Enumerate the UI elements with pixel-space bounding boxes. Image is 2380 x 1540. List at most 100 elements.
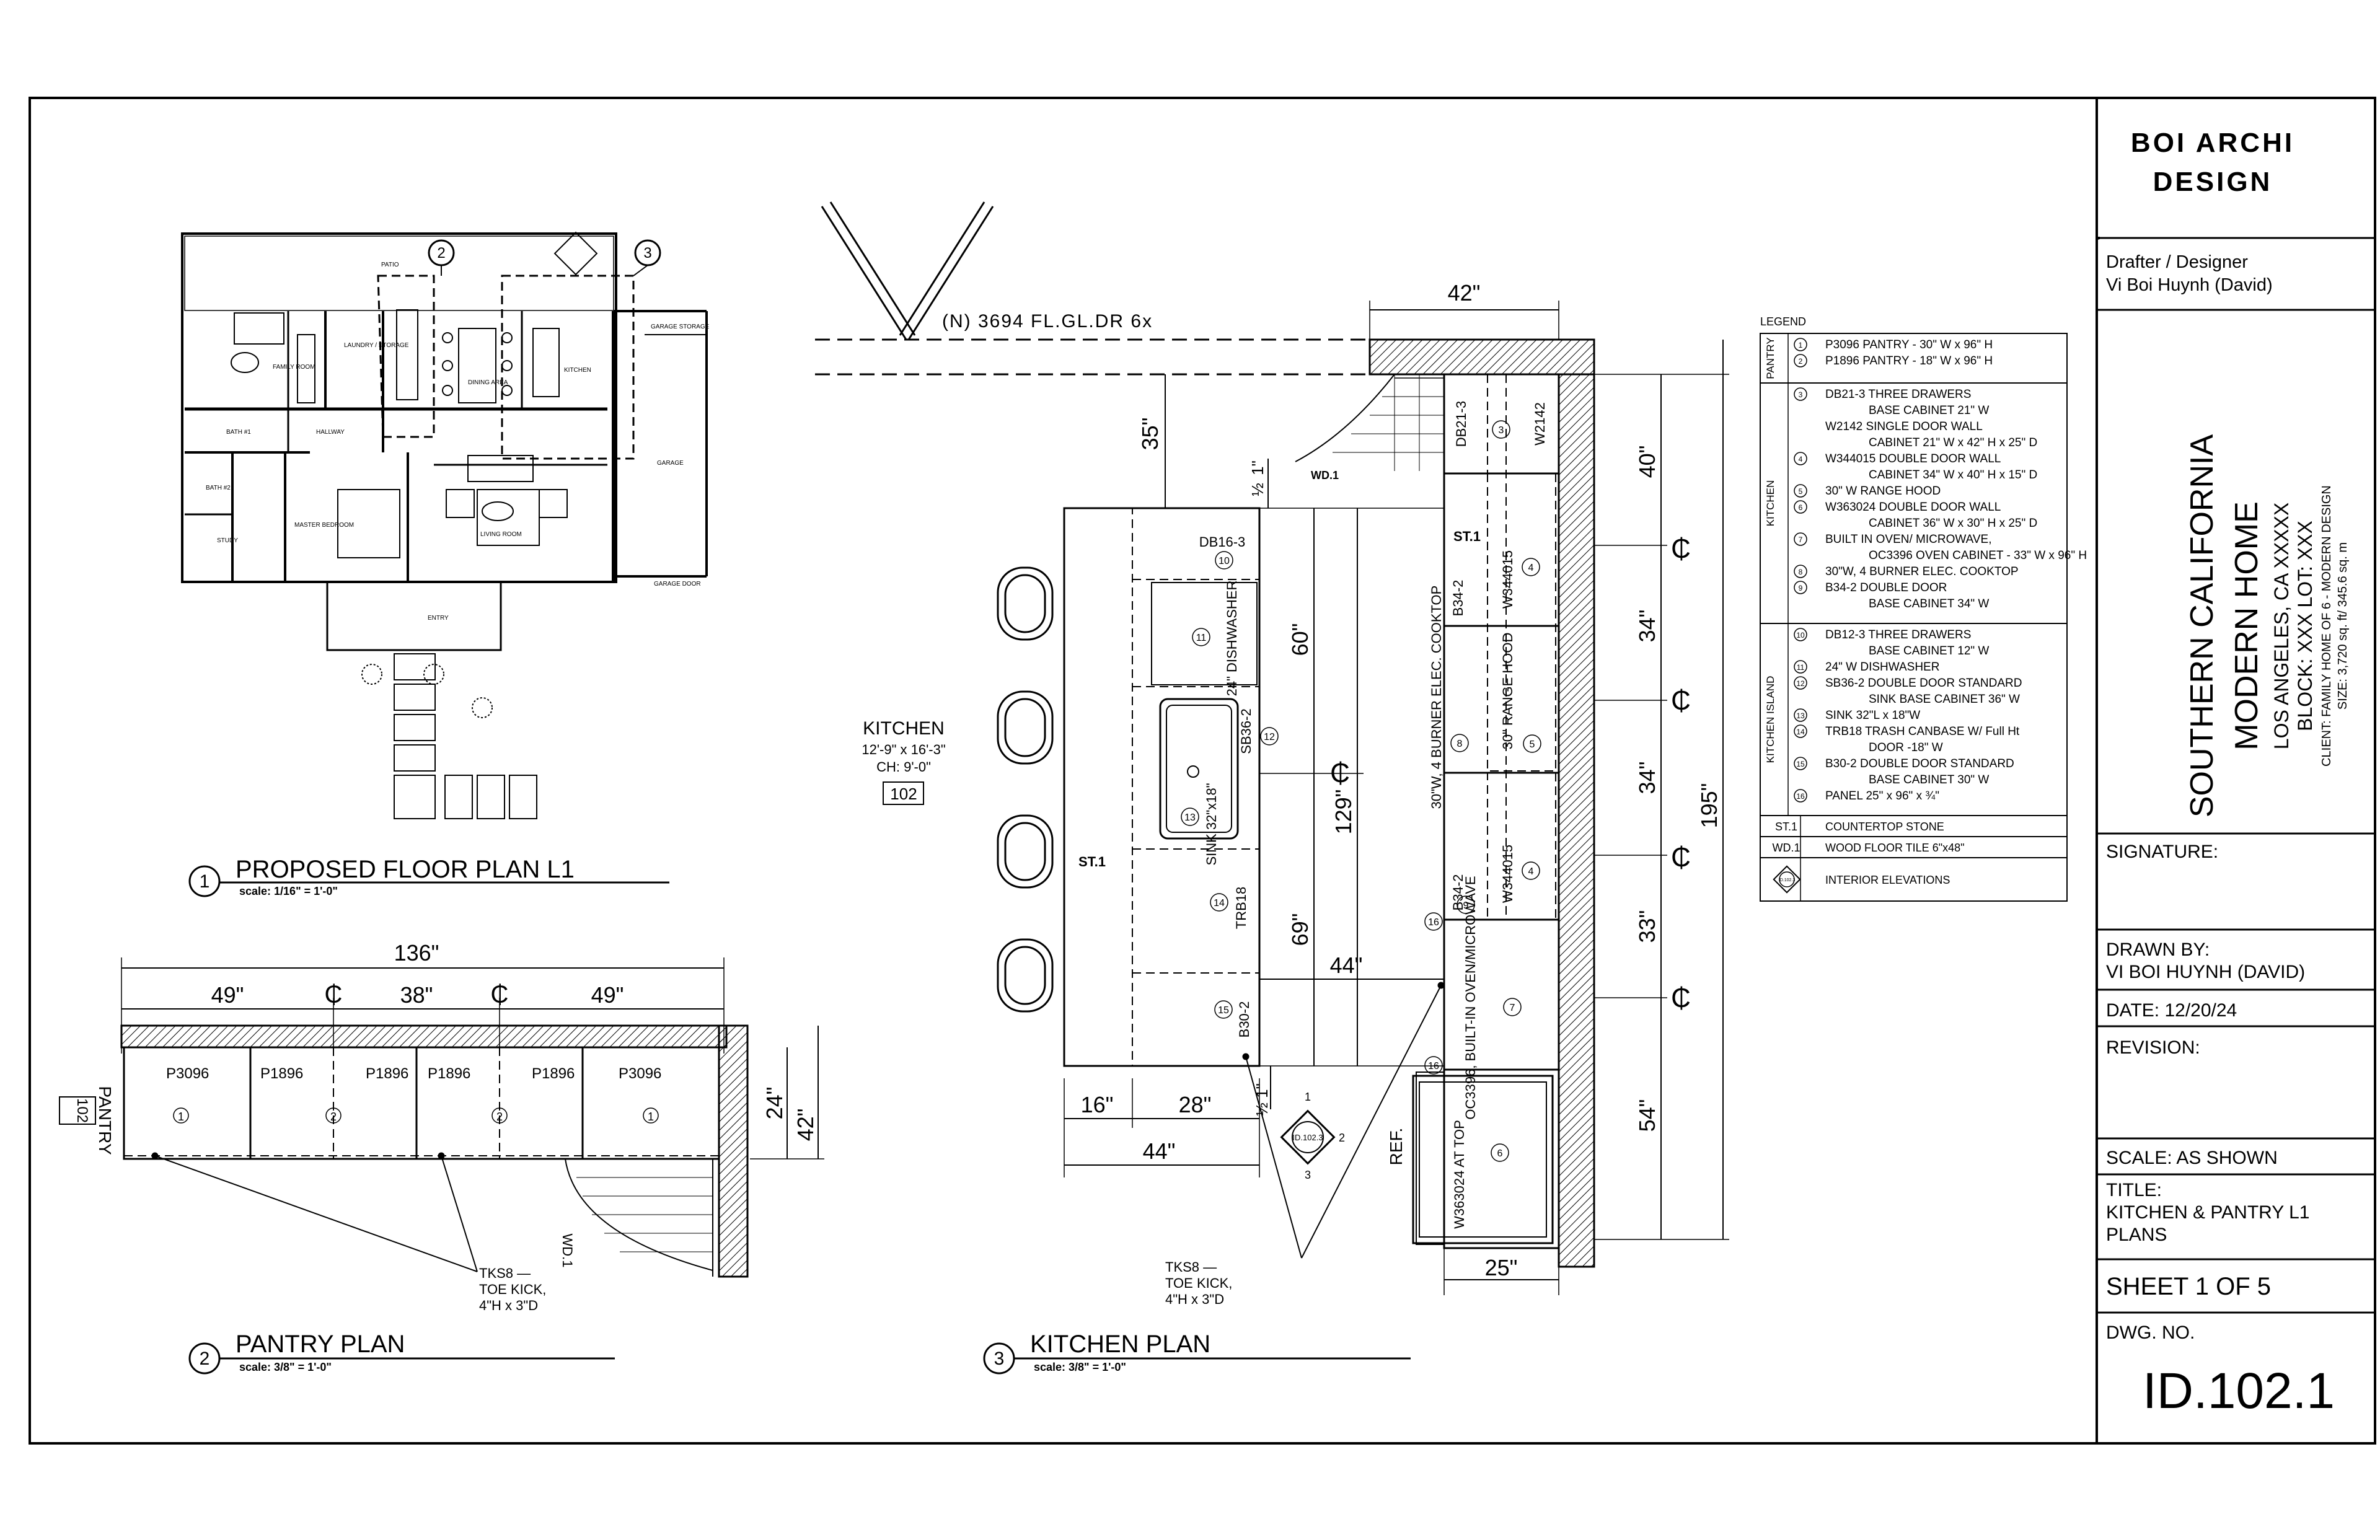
legend-item-num: 11 bbox=[1797, 663, 1805, 672]
room-bath1: BATH #1 bbox=[226, 429, 251, 436]
legend-item-text: SB36-2 DOUBLE DOOR STANDARD bbox=[1825, 677, 2022, 690]
legend-item-marker bbox=[1794, 500, 1807, 514]
marker-3: 3 bbox=[643, 245, 651, 262]
marker-2: 2 bbox=[437, 245, 445, 262]
legend-item-marker bbox=[1794, 354, 1807, 367]
title-label: TITLE: bbox=[2106, 1180, 2162, 1200]
room-master: MASTER BEDROOM bbox=[294, 522, 354, 529]
pantry-dim-left: 49" bbox=[211, 982, 244, 1008]
legend-item-text: BASE CABINET 34" W bbox=[1869, 597, 1989, 610]
legend-item-num: 5 bbox=[1799, 487, 1803, 496]
wall-w344015-1: W344015 bbox=[1500, 550, 1515, 609]
wall-b34-2: B34-2 bbox=[1450, 874, 1466, 911]
island-sink: SINK 32"x18" bbox=[1204, 783, 1219, 865]
project-name-line2: MODERN HOME bbox=[2229, 501, 2265, 750]
island-dishwasher-num: 11 bbox=[1196, 633, 1207, 643]
pantry-note-line2: TOE KICK, bbox=[479, 1282, 546, 1297]
kitchen-dim-half-bottom-frac: ½ bbox=[1253, 1102, 1271, 1116]
kitchen-room-name: KITCHEN bbox=[863, 718, 945, 739]
legend-item-text: DB21-3 THREE DRAWERS bbox=[1825, 388, 1971, 401]
wall-db21-num: 3 bbox=[1499, 425, 1504, 436]
kitchen-dim-28: 28" bbox=[1179, 1092, 1212, 1117]
legend-item-text: DOOR -18" W bbox=[1869, 741, 1943, 754]
legend-item-num: 7 bbox=[1799, 535, 1803, 544]
kitchen-dim-40: 40" bbox=[1634, 446, 1660, 478]
project-name-line1: SOUTHERN CALIFORNIA bbox=[2184, 434, 2220, 818]
kitchen-door-label: (N) 3694 FL.GL.DR 6x bbox=[942, 311, 1153, 332]
legend-heading: LEGEND bbox=[1760, 315, 1806, 328]
floor-plan-title: 1 PROPOSED FLOOR PLAN L1 scale: 1/16" = … bbox=[188, 856, 669, 897]
kitchen-dim-33: 33" bbox=[1634, 910, 1660, 943]
legend-item-marker bbox=[1794, 532, 1807, 546]
legend-item-num: 3 bbox=[1799, 390, 1803, 399]
pantry-unit-4: P3096 bbox=[619, 1065, 661, 1082]
kitchen-note-line2: TOE KICK, bbox=[1165, 1275, 1232, 1291]
pantry-plan-labels: 136" 49" 38" 49" ₵ ₵ P3096 P1896 P1896 P… bbox=[74, 940, 818, 1375]
project-size: SIZE: 3,720 sq. ft/ 345.6 sq. m bbox=[2336, 542, 2350, 710]
pantry-centerline-1: ₵ bbox=[325, 981, 343, 1008]
wall-panel-num-2: 16 bbox=[1428, 1061, 1439, 1071]
legend-item-num: 13 bbox=[1796, 711, 1805, 720]
legend-item-text: CABINET 21" W x 42" H x 25" D bbox=[1869, 436, 2037, 449]
legend-item-text: BASE CABINET 21" W bbox=[1869, 404, 1989, 417]
legend-item-marker bbox=[1794, 452, 1807, 465]
kitchen-dim-35: 35" bbox=[1137, 418, 1163, 451]
legend-item-num: 4 bbox=[1799, 455, 1803, 464]
legend-elev-desc: INTERIOR ELEVATIONS bbox=[1825, 874, 1950, 886]
legend-item-num: 9 bbox=[1799, 584, 1803, 592]
kitchen-dim-half-bottom: 1" bbox=[1253, 1083, 1271, 1098]
kitchen-room-size: 12'-9" x 16'-3" bbox=[862, 742, 945, 757]
wall-cooktop: 30"W, 4 BURNER ELEC. COOKTOP bbox=[1429, 586, 1444, 809]
kitchen-dim-54: 54" bbox=[1634, 1099, 1660, 1132]
legend-group-label: PANTRY bbox=[1765, 337, 1776, 379]
firm-name-line2: DESIGN bbox=[2153, 167, 2273, 197]
legend-item-text: DB12-3 THREE DRAWERS bbox=[1825, 628, 1971, 641]
kitchen-dim-34b: 34" bbox=[1634, 762, 1660, 794]
wall-w344015-1-num: 4 bbox=[1528, 563, 1534, 573]
legend-group-label: KITCHEN ISLAND bbox=[1765, 676, 1776, 763]
kitchen-elev-2: 2 bbox=[1339, 1132, 1345, 1144]
room-living: LIVING ROOM bbox=[480, 531, 522, 538]
island-trb18: TRB18 bbox=[1233, 887, 1249, 929]
kitchen-dim-34a: 34" bbox=[1634, 610, 1660, 643]
room-garage-storage: GARAGE STORAGE bbox=[651, 323, 710, 330]
legend-item-text: P3096 PANTRY - 30" W x 96" H bbox=[1825, 338, 1993, 351]
kitchen-elev-3: 3 bbox=[1305, 1169, 1311, 1181]
kitchen-note-line3: 4"H x 3"D bbox=[1165, 1291, 1224, 1307]
floor-plan-title-text: PROPOSED FLOOR PLAN L1 bbox=[236, 856, 575, 883]
pantry-note-line1: TKS8 — bbox=[479, 1265, 531, 1281]
project-client: CLIENT: FAMILY HOME OF 6 - MODERN DESIGN bbox=[2320, 485, 2334, 767]
kitchen-plan bbox=[815, 201, 1729, 1295]
legend-item-text: TRB18 TRASH CANBASE W/ Full Ht bbox=[1825, 725, 2020, 738]
kitchen-plan-title: KITCHEN PLAN bbox=[1030, 1331, 1210, 1358]
legend-item-num: 6 bbox=[1799, 503, 1803, 512]
kitchen-dim-16: 16" bbox=[1081, 1092, 1114, 1117]
room-laundry: LAUNDRY / STORAGE bbox=[344, 342, 409, 349]
revision-label: REVISION: bbox=[2106, 1037, 2200, 1058]
pantry-num-4: 1 bbox=[648, 1111, 654, 1123]
pantry-unit-2b: P1896 bbox=[366, 1065, 408, 1082]
drawn-by-label: DRAWN BY: bbox=[2106, 939, 2210, 960]
pantry-plan-scale: scale: 3/8" = 1'-0" bbox=[239, 1361, 332, 1373]
project-block-lot: BLOCK: XXX LOT: XXX bbox=[2294, 521, 2316, 731]
legend-item-marker bbox=[1794, 387, 1807, 401]
legend-item-marker bbox=[1794, 724, 1807, 738]
legend-item-num: 12 bbox=[1796, 679, 1805, 688]
legend-wd1-desc: WOOD FLOOR TILE 6"x48" bbox=[1825, 842, 1965, 854]
wall-hood: 30" RANGE HOOD bbox=[1500, 633, 1515, 750]
room-garage: GARAGE bbox=[657, 460, 684, 467]
floor-plan-l1 bbox=[181, 231, 708, 819]
kitchen-dim-60: 60" bbox=[1287, 623, 1313, 656]
firm-name-line1: BOI ARCHI bbox=[2131, 128, 2294, 158]
kitchen-elev-ref: ID.102.3 bbox=[1292, 1133, 1323, 1142]
drafter-label: Drafter / Designer bbox=[2106, 252, 2248, 272]
legend-item-marker bbox=[1794, 789, 1807, 803]
room-family: FAMILY ROOM bbox=[273, 364, 315, 371]
kitchen-plan-scale: scale: 3/8" = 1'-0" bbox=[1034, 1361, 1126, 1373]
dwg-no: ID.102.1 bbox=[2143, 1363, 2335, 1419]
legend-elev-icon-circle bbox=[1779, 871, 1795, 887]
kitchen-dim-25: 25" bbox=[1485, 1255, 1518, 1280]
wall-panel-num-1: 16 bbox=[1428, 917, 1439, 928]
